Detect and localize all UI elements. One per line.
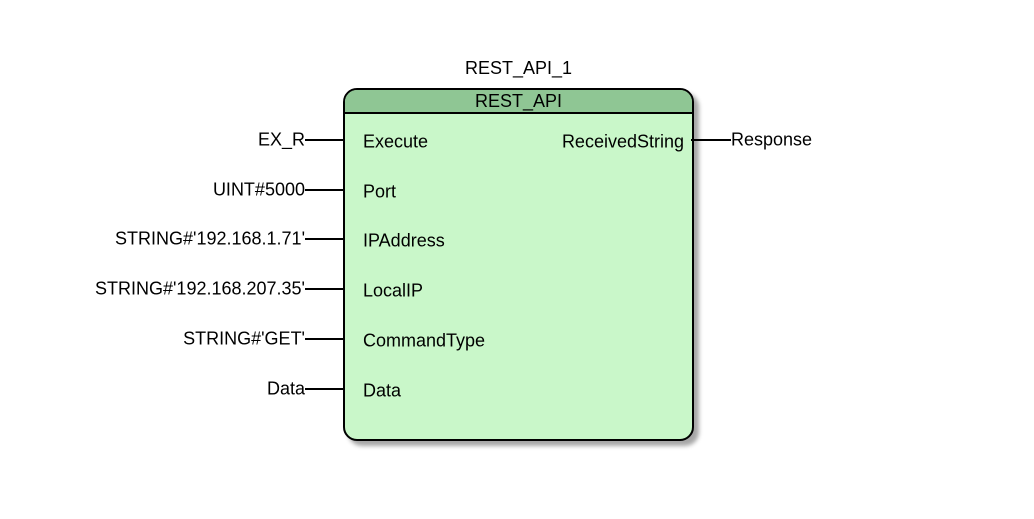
operand-execute[interactable]: EX_R (257, 129, 305, 150)
operand-response[interactable]: Response (731, 129, 813, 150)
wire-ipaddress (305, 238, 345, 240)
input-pin-commandtype: CommandType (363, 330, 486, 351)
wire-port (305, 189, 345, 191)
input-pin-execute: Execute (363, 131, 429, 152)
input-pin-port: Port (363, 181, 397, 202)
output-pin-receivedstring: ReceivedString (561, 131, 684, 152)
input-pin-data: Data (363, 380, 402, 401)
wire-commandtype (305, 338, 345, 340)
operand-port[interactable]: UINT#5000 (212, 179, 305, 200)
wire-data (305, 388, 345, 390)
block-instance-name[interactable]: REST_API_1 (464, 58, 573, 78)
operand-ipaddress[interactable]: STRING#'192.168.1.71' (115, 228, 305, 249)
operand-localip[interactable]: STRING#'192.168.207.35' (94, 278, 305, 299)
operand-data[interactable]: Data (266, 378, 305, 399)
wire-execute (305, 139, 345, 141)
wire-localip (305, 288, 345, 290)
block-type-header: REST_API (345, 90, 692, 114)
input-pin-localip: LocalIP (363, 280, 424, 301)
operand-commandtype[interactable]: STRING#'GET' (183, 328, 305, 349)
input-pin-ipaddress: IPAddress (363, 230, 445, 251)
function-block[interactable]: REST_API Execute Port IPAddress LocalIP … (343, 88, 694, 441)
wire-receivedstring (691, 139, 731, 141)
